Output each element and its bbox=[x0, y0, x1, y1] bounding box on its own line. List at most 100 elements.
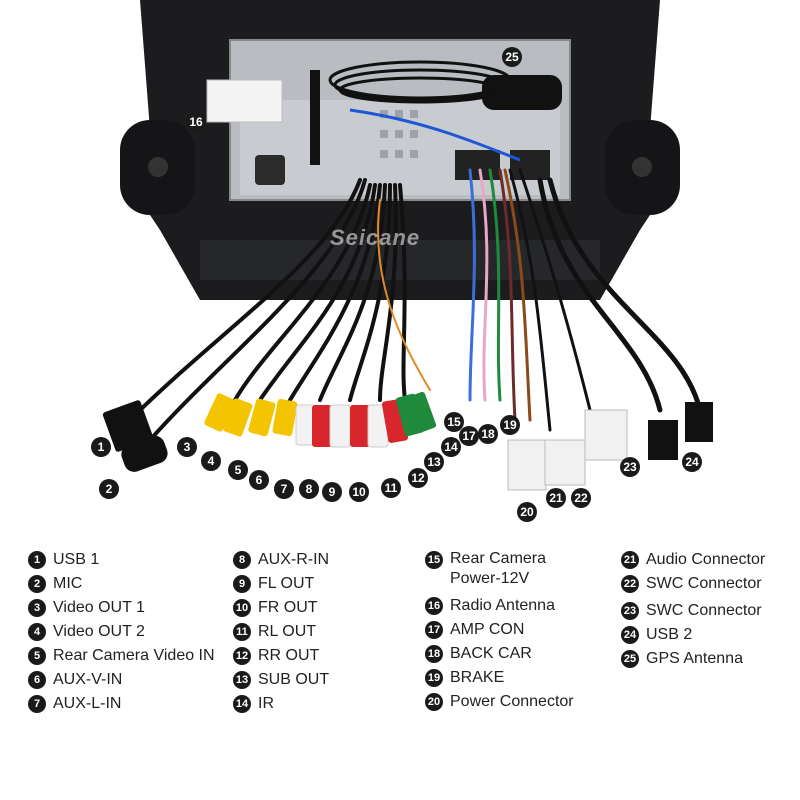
legend-number: 13 bbox=[233, 671, 251, 689]
legend-label: AUX-V-IN bbox=[53, 671, 123, 688]
legend-number: 15 bbox=[425, 551, 443, 569]
legend-number: 11 bbox=[233, 623, 251, 641]
legend-item: 19 BRAKE bbox=[425, 667, 574, 691]
legend-label: GPS Antenna bbox=[646, 650, 743, 667]
legend-item: 22 SWC Connector bbox=[621, 573, 765, 597]
marker-1: 1 bbox=[91, 437, 111, 457]
legend-number: 1 bbox=[28, 551, 46, 569]
marker-16: 16 bbox=[186, 112, 206, 132]
legend-item: 17 AMP CON bbox=[425, 619, 574, 643]
legend-label: IR bbox=[258, 695, 274, 712]
legend-label: FR OUT bbox=[258, 599, 318, 616]
legend-label: RR OUT bbox=[258, 647, 320, 664]
legend-label: Radio Antenna bbox=[450, 597, 555, 614]
legend-label: SWC Connector bbox=[646, 575, 762, 592]
legend-item: 3 Video OUT 1 bbox=[28, 597, 215, 621]
legend-item: 8 AUX-R-IN bbox=[233, 549, 329, 573]
legend-number: 5 bbox=[28, 647, 46, 665]
legend-item: 4 Video OUT 2 bbox=[28, 621, 215, 645]
legend-label: USB 2 bbox=[646, 626, 693, 643]
legend-number: 22 bbox=[621, 575, 639, 593]
legend-number: 6 bbox=[28, 671, 46, 689]
marker-15: 15 bbox=[444, 412, 464, 432]
marker-6: 6 bbox=[249, 470, 269, 490]
marker-13: 13 bbox=[424, 452, 444, 472]
legend-number: 12 bbox=[233, 647, 251, 665]
marker-9: 9 bbox=[322, 482, 342, 502]
legend-number: 20 bbox=[425, 693, 443, 711]
connector-socket bbox=[455, 150, 500, 180]
legend-number: 14 bbox=[233, 695, 251, 713]
marker-2: 2 bbox=[99, 479, 119, 499]
legend-label: USB 1 bbox=[53, 551, 100, 568]
marker-20: 20 bbox=[517, 502, 537, 522]
marker-24: 24 bbox=[682, 452, 702, 472]
marker-12: 12 bbox=[408, 468, 428, 488]
legend-label: AMP CON bbox=[450, 621, 525, 638]
marker-22: 22 bbox=[571, 488, 591, 508]
legend-item: 6 AUX-V-IN bbox=[28, 669, 215, 693]
marker-8: 8 bbox=[299, 479, 319, 499]
legend-number: 25 bbox=[621, 650, 639, 668]
rca-yellow-group bbox=[204, 393, 298, 437]
legend-item: 2 MIC bbox=[28, 573, 215, 597]
legend-number: 8 bbox=[233, 551, 251, 569]
legend-item: 16 Radio Antenna bbox=[425, 595, 574, 619]
usb2-plug bbox=[648, 420, 678, 460]
legend-number: 4 bbox=[28, 623, 46, 641]
swc-connector-block bbox=[584, 409, 628, 461]
legend-item: 1 USB 1 bbox=[28, 549, 215, 573]
legend-label: FL OUT bbox=[258, 575, 315, 592]
legend-label: Audio Connector bbox=[646, 551, 766, 568]
power-connector bbox=[507, 439, 547, 491]
marker-23: 23 bbox=[620, 457, 640, 477]
mic-plug bbox=[121, 435, 168, 472]
seicane-watermark: Seicane bbox=[330, 225, 421, 250]
legend-label: Video OUT 1 bbox=[53, 599, 145, 616]
legend-label: Rear Camera Power-12V bbox=[450, 550, 547, 587]
legend-label: BACK CAR bbox=[450, 645, 532, 662]
legend-item: 12 RR OUT bbox=[233, 645, 329, 669]
marker-25: 25 bbox=[502, 47, 522, 67]
legend-number: 2 bbox=[28, 575, 46, 593]
legend-label: Video OUT 2 bbox=[53, 623, 145, 640]
legend-item: 18 BACK CAR bbox=[425, 643, 574, 667]
legend-number: 16 bbox=[425, 597, 443, 615]
legend-item: 15 Rear Camera Power-12V bbox=[425, 549, 574, 595]
marker-7: 7 bbox=[274, 479, 294, 499]
legend-label: AUX-R-IN bbox=[258, 551, 330, 568]
audio-connector bbox=[544, 439, 586, 486]
legend-label: BRAKE bbox=[450, 669, 505, 686]
usb1-plug bbox=[102, 400, 154, 452]
legend-number: 10 bbox=[233, 599, 251, 617]
gps-antenna-puck bbox=[482, 75, 562, 110]
legend-number: 19 bbox=[425, 669, 443, 687]
legend-label: SUB OUT bbox=[258, 671, 330, 688]
legend-number: 18 bbox=[425, 645, 443, 663]
legend-item: 14 IR bbox=[233, 693, 329, 717]
marker-17: 17 bbox=[459, 426, 479, 446]
legend-item: 25 GPS Antenna bbox=[621, 648, 765, 672]
legend-item: 13 SUB OUT bbox=[233, 669, 329, 693]
marker-21: 21 bbox=[546, 488, 566, 508]
legend-number: 3 bbox=[28, 599, 46, 617]
marker-10: 10 bbox=[349, 482, 369, 502]
marker-4: 4 bbox=[201, 451, 221, 471]
legend-label: Rear Camera Video IN bbox=[53, 647, 215, 664]
legend-item: 24 USB 2 bbox=[621, 624, 765, 648]
legend-number: 24 bbox=[621, 626, 639, 644]
marker-3: 3 bbox=[177, 437, 197, 457]
legend-item: 5 Rear Camera Video IN bbox=[28, 645, 215, 669]
fan-port bbox=[255, 155, 285, 185]
legend-number: 17 bbox=[425, 621, 443, 639]
legend-number: 23 bbox=[621, 602, 639, 620]
legend-label: MIC bbox=[53, 575, 83, 592]
